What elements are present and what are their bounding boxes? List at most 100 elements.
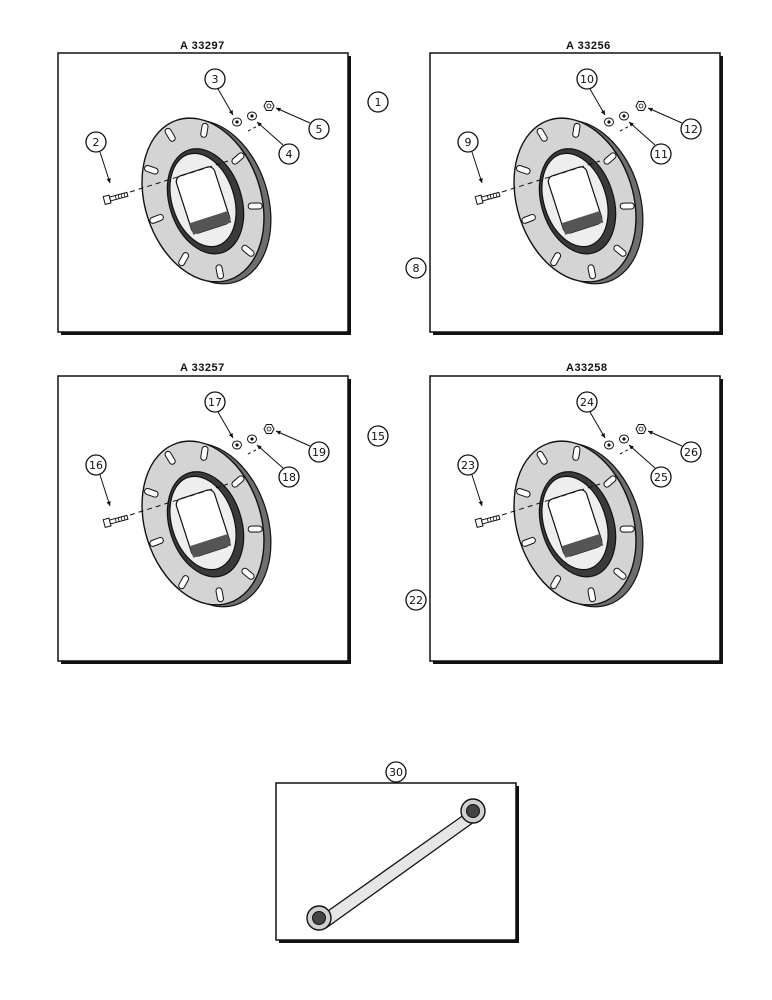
callout-circle [367, 91, 389, 113]
leader-arrow [217, 411, 234, 439]
callout-bolt: 16 [85, 454, 107, 476]
weight-slot [619, 525, 635, 533]
axis-line [129, 483, 229, 516]
callout-number: 2 [93, 136, 100, 149]
axis-line [501, 160, 601, 193]
callout-bolt: 2 [85, 131, 107, 153]
leader-arrow [589, 88, 606, 116]
hex-nut [263, 424, 275, 434]
axis-line [129, 160, 229, 193]
leader-arrow [217, 88, 234, 116]
callout-circle [204, 391, 226, 413]
callout-number: 5 [316, 123, 323, 136]
wrench-socket-left [312, 911, 326, 925]
callout-washer-2: 4 [278, 143, 300, 165]
wrench-panel [275, 782, 519, 943]
callout-nut: 19 [308, 441, 330, 463]
callout-number: 19 [312, 446, 326, 459]
weight-slot [231, 152, 245, 165]
weight-slot [603, 475, 617, 488]
callout-circle [650, 466, 672, 488]
weight-slot [536, 450, 548, 465]
weight-slot [516, 487, 531, 498]
callout-nut: 26 [680, 441, 702, 463]
panel-title-a33257: A 33257 [180, 362, 225, 374]
wheel-weight [513, 117, 644, 285]
callout-circle [278, 143, 300, 165]
weight-slot [241, 244, 255, 257]
weight-slot [241, 567, 255, 580]
callout-number: 8 [413, 262, 420, 275]
callout-washer-1: 10 [576, 68, 598, 90]
callout-group-4: 22 [405, 589, 427, 611]
weight-slot [247, 202, 263, 210]
callout-number: 1 [375, 96, 382, 109]
weight-slot [603, 152, 617, 165]
weight-slot [215, 587, 224, 603]
callout-number: 3 [212, 73, 219, 86]
callout-group-2: 8 [405, 257, 427, 279]
callout-circle [457, 131, 479, 153]
flat-washer [247, 111, 257, 121]
weight-slot [200, 122, 209, 138]
flat-washer [619, 434, 629, 444]
callout-circle [204, 68, 226, 90]
leader-arrow [99, 474, 111, 507]
callout-washer-1: 24 [576, 391, 598, 413]
callout-circle [85, 131, 107, 153]
callout-number: 22 [409, 594, 423, 607]
weight-slot [178, 252, 190, 267]
leader-arrow [275, 107, 311, 124]
wheel-weight [141, 440, 272, 608]
flat-washer [619, 111, 629, 121]
weight-slot [550, 575, 562, 590]
hex-nut [635, 424, 647, 434]
panel-2: 9 10 11 12 [429, 52, 723, 335]
callout-circle [457, 454, 479, 476]
lock-washer [604, 117, 614, 127]
callout-group-3: 15 [367, 425, 389, 447]
lock-washer [604, 440, 614, 450]
callout-circle [308, 441, 330, 463]
weight-slot [572, 445, 581, 461]
callout-wrench: 30 [385, 761, 407, 783]
callout-circle [385, 761, 407, 783]
callout-number: 4 [286, 148, 293, 161]
hex-nut [263, 101, 275, 111]
panel-1: 2 3 4 5 [57, 52, 351, 335]
callout-circle [650, 143, 672, 165]
weight-slot [619, 202, 635, 210]
wheel-weight [513, 440, 644, 608]
weight-slot [247, 525, 263, 533]
callout-number: 24 [580, 396, 594, 409]
leader-arrow [628, 444, 656, 469]
callout-number: 16 [89, 459, 103, 472]
weight-slot [200, 445, 209, 461]
weight-slot [144, 487, 159, 498]
callout-group-1: 1 [367, 91, 389, 113]
callout-number: 15 [371, 430, 385, 443]
callout-bolt: 23 [457, 454, 479, 476]
weight-shadow [189, 533, 232, 558]
callout-number: 9 [465, 136, 472, 149]
callout-nut: 12 [680, 118, 702, 140]
panel-title-a33258: A33258 [566, 362, 608, 374]
callout-circle [405, 257, 427, 279]
callout-number: 10 [580, 73, 594, 86]
callout-washer-2: 25 [650, 466, 672, 488]
weight-slot [613, 244, 627, 257]
panel-title-a33297: A 33297 [180, 40, 225, 52]
callout-number: 11 [654, 148, 668, 161]
wheel-weight [141, 117, 272, 285]
weight-slot [164, 450, 176, 465]
weight-slot [521, 213, 536, 224]
weight-slot [516, 164, 531, 175]
weight-slot [144, 164, 159, 175]
weight-slot [587, 587, 596, 603]
leader-arrow [256, 121, 284, 146]
weight-slot [550, 252, 562, 267]
weight-shadow [561, 210, 604, 235]
weight-slot [587, 264, 596, 280]
callout-number: 30 [389, 766, 403, 779]
